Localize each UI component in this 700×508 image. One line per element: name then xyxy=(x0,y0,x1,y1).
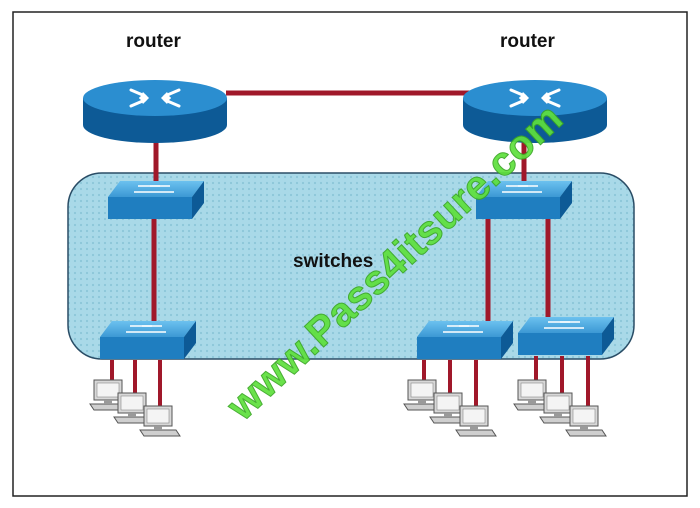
router-right-label: router xyxy=(500,31,555,52)
uplink-cables xyxy=(151,142,551,323)
switch-right-bottom-a-icon xyxy=(416,320,514,360)
switch-zone-label: switches xyxy=(293,251,374,272)
switch-left-bottom-icon xyxy=(99,320,197,360)
switch-left-top-icon xyxy=(107,180,205,220)
router-left-label: router xyxy=(126,31,181,52)
pc-cables xyxy=(110,356,590,406)
router-left-icon xyxy=(81,78,229,145)
switch-right-bottom-b-icon xyxy=(517,316,615,356)
switch-zone xyxy=(67,172,635,360)
